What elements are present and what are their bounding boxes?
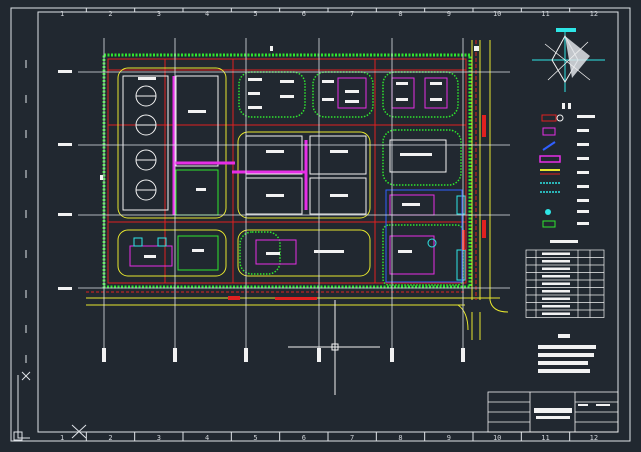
schedule-table-cell [542,252,570,255]
storage-tanks [135,85,157,201]
ruler-label: 6 [302,10,306,18]
schedule-table-cell [542,312,570,315]
schedule-table-frame [525,249,605,318]
cyan-equipment [133,195,466,281]
block-outlines [117,67,371,277]
ruler-label: 7 [350,10,354,18]
ruler-label: 2 [108,434,112,442]
ucs-axis-icon [13,371,87,441]
north-arrow-icon [532,28,605,92]
ruler-label: 12 [590,434,598,442]
ruler-label: 1 [60,434,64,442]
ruler-label: 6 [302,434,306,442]
schedule-table-cell [542,275,570,278]
ruler-label: 9 [447,10,451,18]
schedule-table-cell [542,297,570,300]
ruler-label: 5 [253,434,257,442]
ruler-label: 10 [493,10,501,18]
ruler-label: 7 [350,434,354,442]
ruler-label: 9 [447,434,451,442]
pipe-racks [172,76,308,215]
ruler-label: 5 [253,10,257,18]
ruler-label: 10 [493,434,501,442]
schedule-table-cell [542,282,570,285]
ruler-label: 11 [541,434,549,442]
axis-bubbles [102,348,465,362]
ruler-label: 4 [205,434,209,442]
schedule-table-cell [542,260,570,263]
building-tags [58,70,442,290]
ruler-label: 11 [541,10,549,18]
notes-block [538,334,596,373]
ruler-label: 8 [398,10,402,18]
legend [539,103,595,228]
outer-roads [86,40,509,340]
ruler-label: 2 [108,10,112,18]
crosshair-cursor-icon[interactable] [288,300,380,395]
grid-axes [78,38,510,350]
ruler-label: 1 [60,10,64,18]
schedule-table-cell [542,267,570,270]
gate-markers [228,115,486,300]
ruler-label: 8 [398,434,402,442]
ruler-label: 12 [590,10,598,18]
schedule-table-cell [542,290,570,293]
top-markers [100,46,479,180]
title-block [487,391,619,433]
ruler-label: 3 [157,10,161,18]
schedule-table-cell [542,305,570,308]
schedule-table [525,240,605,318]
green-buildings [175,169,219,271]
ruler-label: 3 [157,434,161,442]
ruler-label: 4 [205,10,209,18]
